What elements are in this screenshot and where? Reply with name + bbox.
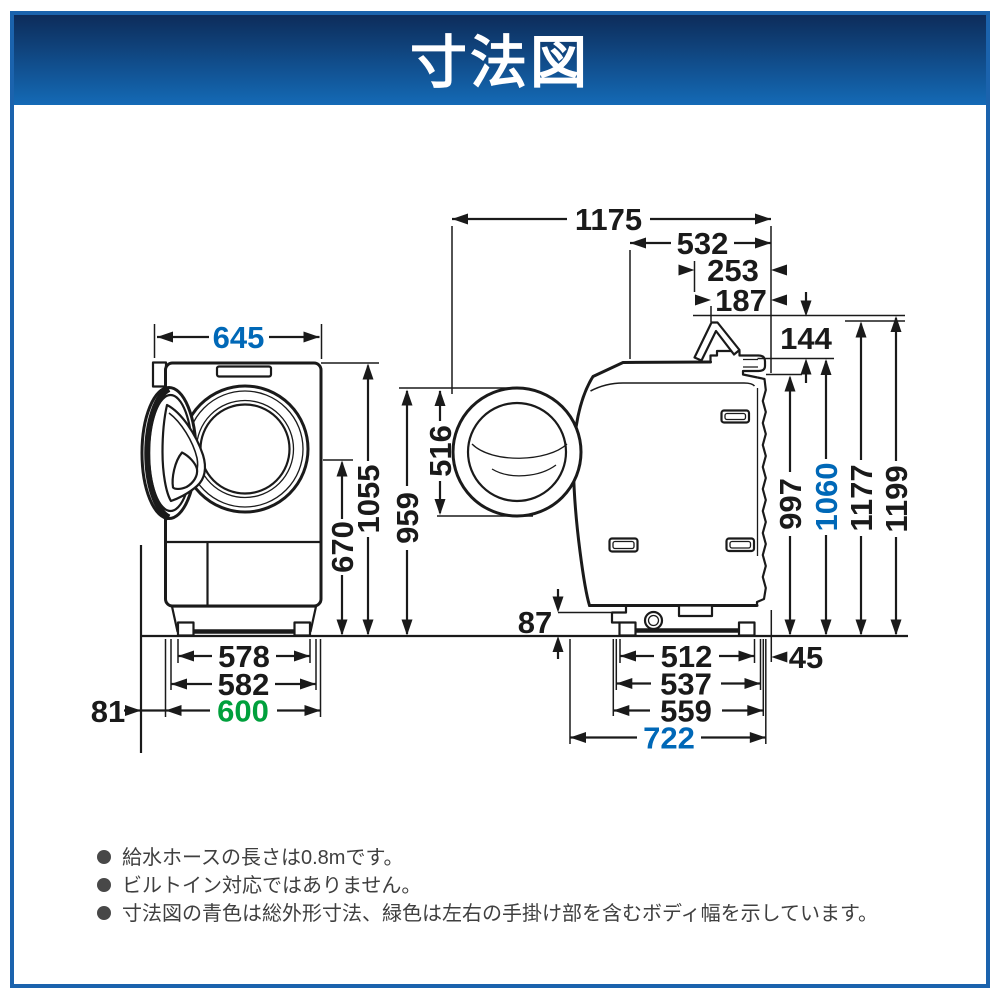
hanging-hook [693, 321, 741, 362]
side-view-drawing [451, 321, 767, 637]
dim-label-559: 559 [660, 694, 712, 729]
dim-label-253: 253 [707, 253, 759, 288]
dim-label-45: 45 [789, 640, 823, 675]
dim-label-1177: 1177 [844, 464, 879, 531]
dim-label-81: 81 [91, 694, 125, 729]
note-item: ビルトイン対応ではありません。 [122, 874, 421, 897]
dim-label-1175: 1175 [575, 202, 642, 237]
right-foot [293, 621, 312, 637]
dim-label-997: 997 [773, 478, 808, 530]
dim-front-base-width: 582 [170, 639, 317, 702]
back-panel [755, 376, 767, 606]
drain-outlet [643, 610, 664, 631]
dim-label-516: 516 [423, 425, 458, 477]
dim-front-width-total: 645 [153, 320, 323, 359]
vent-bottom-left [608, 537, 639, 553]
notes-list: 給水ホースの長さは0.8mです。 ビルトイン対応ではありません。 寸法図の青色は… [97, 846, 878, 925]
dim-side-door-top-height: 959 [390, 387, 521, 636]
bullet-icon [97, 878, 111, 892]
dim-label-645: 645 [213, 320, 265, 355]
dim-side-hook-span-outer: 253 [678, 253, 787, 292]
dim-label-1055: 1055 [351, 465, 386, 534]
dim-side-hose-height: 997 [773, 375, 808, 636]
note-item: 寸法図の青色は総外形寸法、緑色は左右の手掛け部を含むボディ幅を示しています。 [122, 902, 878, 925]
front-foot [618, 621, 637, 637]
dim-label-670: 670 [325, 521, 360, 573]
note-item: 給水ホースの長さは0.8mです。 [122, 846, 403, 869]
dim-front-door-center-height: 670 [323, 459, 360, 636]
dim-side-hook-height-outer: 1199 [879, 316, 914, 636]
front-view-drawing [139, 361, 323, 753]
vent-top [720, 409, 751, 424]
dim-side-hook-height-inner: 1177 [844, 321, 879, 636]
page-title: 寸法図 [410, 31, 590, 95]
hose-connector [709, 349, 767, 379]
dim-front-feet-width: 578 [177, 639, 311, 674]
dim-side-door-diameter: 516 [423, 390, 533, 517]
dim-label-512: 512 [661, 639, 713, 674]
dim-label-532: 532 [677, 226, 729, 261]
dim-side-rear-span: 532 [629, 226, 771, 359]
dim-side-depth-total: 1175 [451, 202, 772, 394]
header-banner [14, 15, 986, 105]
dim-side-front-clearance: 87 [518, 589, 611, 659]
dim-label-1060: 1060 [809, 463, 844, 532]
dim-label-87: 87 [518, 605, 552, 640]
dim-label-537: 537 [660, 667, 712, 702]
left-foot [176, 621, 195, 637]
dim-side-feet-depth: 512 [619, 639, 756, 674]
dim-front-body-width: 600 [164, 639, 322, 729]
dim-side-lower-body-depth: 559 [612, 639, 765, 729]
bullet-icon [97, 906, 111, 920]
dim-side-rear-clearance: 45 [770, 610, 823, 675]
dim-label-578: 578 [218, 639, 270, 674]
dim-front-left-clearance: 81 [91, 694, 165, 729]
dim-label-600: 600 [217, 694, 269, 729]
dim-label-1199: 1199 [879, 465, 914, 532]
dim-side-body-height: 1060 [809, 359, 844, 636]
vent-bottom-right [725, 537, 756, 553]
dim-label-187: 187 [715, 283, 767, 318]
dim-side-hook-span-inner: 187 [695, 283, 787, 322]
dim-front-height-total: 1055 [321, 362, 386, 636]
side-door-bulge [451, 386, 583, 518]
bullet-icon [97, 850, 111, 864]
rear-foot [737, 621, 756, 637]
dim-label-582: 582 [218, 667, 270, 702]
dim-label-722: 722 [643, 721, 695, 756]
dim-side-body-depth: 722 [569, 639, 767, 756]
dim-side-base-depth: 537 [615, 639, 762, 702]
dim-label-959: 959 [390, 492, 425, 544]
dim-label-144: 144 [780, 321, 832, 356]
